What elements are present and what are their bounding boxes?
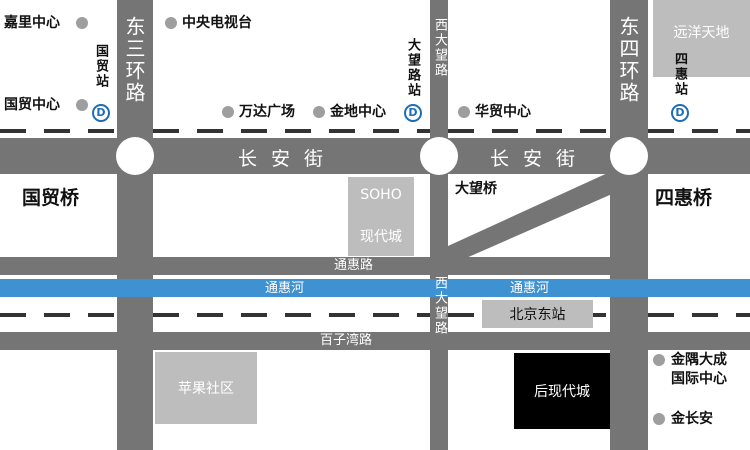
poi-dot-huamao (458, 106, 470, 118)
tonghui-road-label: 通惠路 (334, 258, 374, 273)
guomao-bridge-label: 国贸桥 (22, 187, 80, 209)
railway-north (648, 129, 750, 133)
railway-south (153, 313, 430, 317)
apple-community-label: 苹果社区 (178, 381, 234, 397)
wanda-plaza-label: 万达广场 (239, 104, 295, 120)
cctv-label: 中央电视台 (182, 15, 252, 31)
river-tonghui (0, 279, 750, 297)
building-hou-modern-city: 后现代城 (514, 353, 610, 429)
poi-dot-cctv (165, 17, 177, 29)
poi-dot-jinyu (653, 354, 665, 366)
poi-dot-wanda (222, 106, 234, 118)
road-west-dawang-south (430, 174, 448, 450)
railway-north (448, 129, 610, 133)
building-soho-label-line2: 现代城 (360, 229, 402, 245)
building-yuanyang-label: 远洋天地 (673, 25, 730, 41)
west-dawang-south-label: 西大望路 (432, 276, 447, 336)
road-west-dawang-north (430, 0, 448, 140)
tonghui-river-label-west: 通惠河 (265, 281, 305, 296)
guomao-station-label: 国贸站 (93, 44, 108, 89)
sihui-station-label: 四惠站 (672, 52, 687, 97)
poi-dot-jin-changan (653, 413, 665, 425)
jinyu-label-line1: 金隅大成 (671, 352, 727, 368)
building-beijing-east-station: 北京东站 (482, 300, 593, 328)
railway-south (648, 313, 750, 317)
road-baiziwan (0, 332, 750, 350)
beijing-east-station-label: 北京东站 (509, 307, 566, 323)
railway-north (153, 129, 430, 133)
dawanglu-station-label: 大望路站 (405, 38, 420, 98)
baiziwan-road-label: 百子湾路 (320, 333, 373, 348)
jin-changan-label: 金长安 (671, 411, 713, 427)
poi-dot-guomao (76, 99, 88, 111)
road-east-third-ring (117, 0, 153, 450)
tonghui-river-label-east: 通惠河 (510, 281, 550, 296)
poi-dot-jiali (76, 17, 88, 29)
metro-icon-dawanglu: D (404, 104, 422, 122)
sihui-bridge-label: 四惠桥 (655, 187, 713, 209)
roundabout-guomao (116, 137, 154, 175)
dawang-bridge-label: 大望桥 (455, 181, 497, 197)
huamao-center-label: 华贸中心 (475, 104, 531, 120)
jiali-center-label: 嘉里中心 (4, 15, 60, 31)
guomao-center-label: 国贸中心 (4, 97, 60, 113)
hou-modern-city-label: 后现代城 (534, 384, 590, 400)
west-dawang-north-label: 西大望路 (432, 18, 447, 78)
building-apple-community: 苹果社区 (155, 352, 257, 424)
road-east-fourth-ring (610, 0, 648, 450)
metro-icon-sihui: D (671, 104, 689, 122)
roundabout-dawang (420, 137, 458, 175)
metro-icon-guomao: D (92, 104, 110, 122)
jinyu-label-line2: 国际中心 (671, 371, 727, 387)
roundabout-sihui (610, 137, 648, 175)
building-soho-label-line1: SOHO (360, 187, 402, 203)
changan-street-label-west: 长安街 (238, 148, 338, 170)
jindi-center-label: 金地中心 (330, 104, 386, 120)
railway-north (0, 129, 117, 133)
railway-south (0, 313, 117, 317)
east-third-ring-label: 东三环路 (122, 16, 146, 104)
building-yuanyang: 远洋天地 (653, 0, 750, 77)
changan-street-label-east: 长安街 (490, 148, 590, 170)
east-fourth-ring-label: 东四环路 (616, 16, 640, 104)
poi-dot-jindi (313, 106, 325, 118)
building-soho: SOHO 现代城 (348, 177, 414, 256)
